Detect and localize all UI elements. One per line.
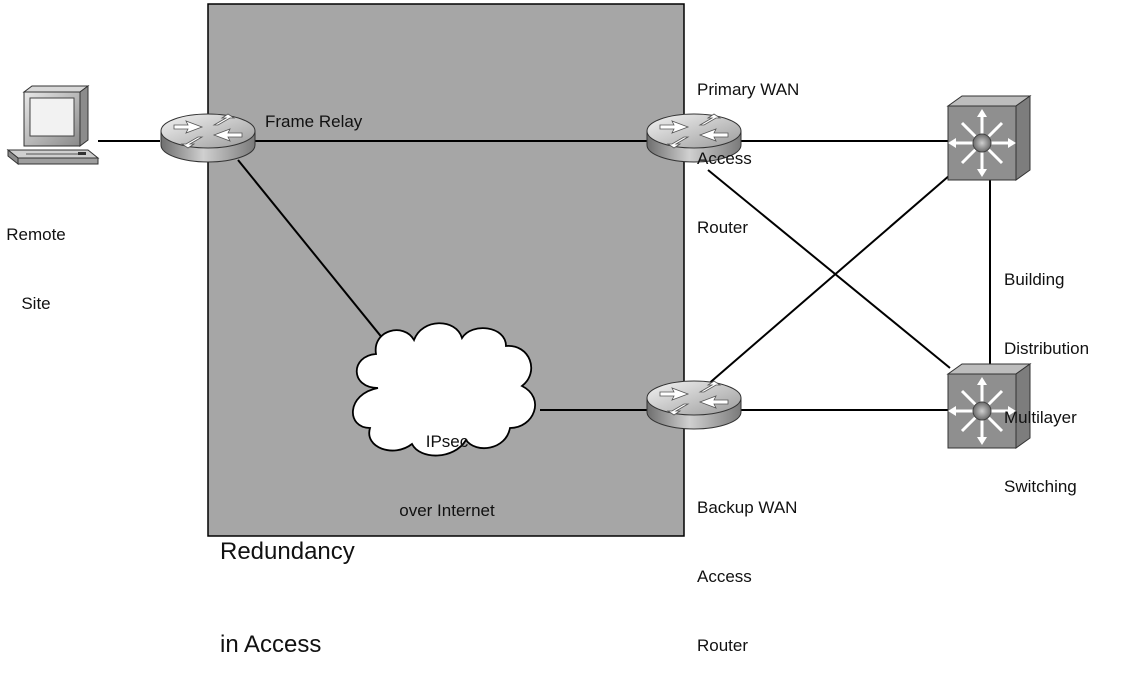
region-label: Redundancy in Access	[220, 474, 355, 691]
remote-site-label: Remote Site	[6, 177, 66, 338]
top-switch-icon	[946, 94, 1032, 182]
switch-group-label-line1: Building	[1004, 270, 1065, 289]
cloud-label-line2: over Internet	[399, 501, 495, 520]
backup-router-label: Backup WAN Access Router	[697, 450, 797, 680]
switch-group-label-line4: Switching	[1004, 477, 1077, 496]
region-label-line1: Redundancy	[220, 538, 355, 565]
links	[98, 140, 991, 411]
edge-router-icon	[160, 113, 256, 163]
backup-router-label-line1: Backup WAN	[697, 498, 798, 517]
cloud-icon	[352, 322, 536, 457]
region-label-line2: in Access	[220, 631, 322, 658]
primary-router-label: Primary WAN Access Router	[697, 32, 799, 262]
backup-router-icon	[646, 380, 742, 430]
backup-router-label-line3: Router	[697, 636, 749, 655]
primary-router-label-line2: Access	[697, 149, 752, 168]
link-primary-switch-bottom	[707, 169, 951, 369]
link-backup-switch-top	[705, 174, 951, 387]
remote-site-label-line2: Site	[21, 294, 51, 313]
frame-relay-label: Frame Relay	[265, 112, 363, 131]
switch-group-label-line2: Distribution	[1004, 339, 1090, 358]
backup-router-label-line2: Access	[697, 567, 752, 586]
primary-router-label-line1: Primary WAN	[697, 80, 800, 99]
cloud-label: IPsec over Internet	[384, 384, 510, 545]
switch-group-label-line3: Multilayer	[1004, 408, 1077, 427]
network-diagram	[6, 3, 1032, 537]
pc-icon	[6, 85, 100, 166]
cloud-label-line1: IPsec	[425, 432, 469, 451]
link-router-cloud	[237, 159, 406, 367]
remote-site-label-line1: Remote	[6, 225, 66, 244]
primary-router-label-line3: Router	[697, 218, 749, 237]
switch-group-label: Building Distribution Multilayer Switchi…	[1004, 222, 1089, 521]
